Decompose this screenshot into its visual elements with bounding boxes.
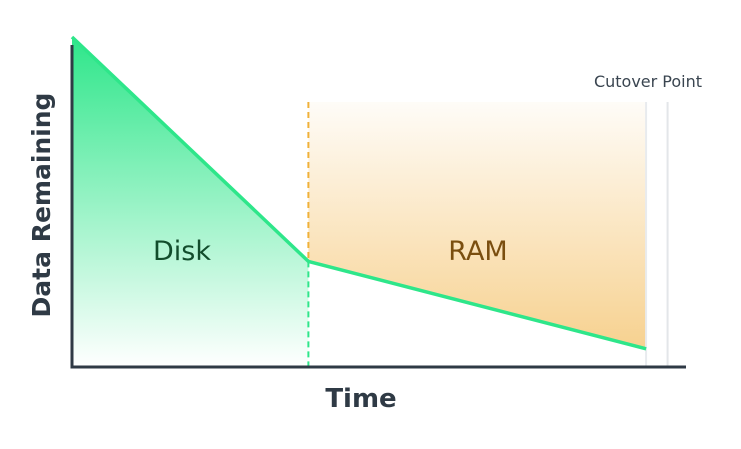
y-axis-title: Data Remaining [27,93,56,318]
region-labels: Disk RAM [153,236,508,267]
region-label-disk: Disk [153,236,211,267]
region-fills [72,37,647,367]
x-axis-title: Time [325,384,396,414]
region-fill-ram [308,102,647,349]
data-remaining-line [70,35,647,351]
cutover-point-label: Cutover Point [594,72,702,91]
region-fill-disk [72,37,309,367]
region-label-ram: RAM [448,236,507,267]
guide-lines [307,102,669,367]
